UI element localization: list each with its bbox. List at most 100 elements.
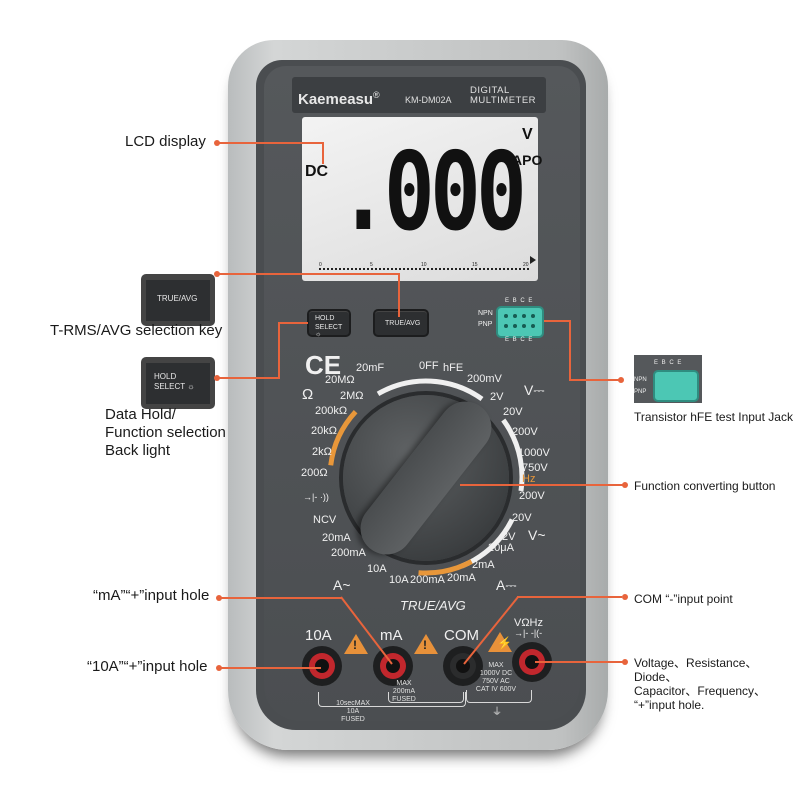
dial-200ohm: 200Ω [301, 467, 328, 479]
lcd-display [302, 117, 538, 281]
model-number: KM-DM02A [405, 95, 452, 105]
dial-ac-20ma: 20mA [322, 532, 351, 544]
dial-dc-10a: 10A [389, 574, 409, 586]
lcd-apo-indicator: APO [512, 152, 543, 168]
dial-200mv: 200mV [467, 373, 502, 385]
dial-ac-20v: 20V [512, 512, 532, 524]
callout-10a-hole: “10A”“+”input hole [87, 658, 208, 675]
dial-2kohm: 2kΩ [312, 446, 332, 458]
dial-20kohm: 20kΩ [311, 425, 337, 437]
true-avg-print: TRUE/AVG [400, 598, 466, 613]
callout-line [322, 142, 324, 164]
hfe-top-labels: E B C E [505, 298, 534, 304]
callout-line [569, 379, 623, 381]
jack-label-vohmhz: VΩHz [514, 617, 544, 629]
dial-dc-2ma: 2mA [472, 559, 495, 571]
warning-icon: ! [344, 634, 368, 654]
brand-bar [292, 77, 546, 113]
dc-current-label: A⎓ [496, 577, 517, 593]
callout-line [217, 142, 323, 144]
true-avg-button[interactable]: TRUE/AVG [373, 309, 429, 337]
hfe-bottom-labels: E B C E [505, 337, 534, 343]
callout-true-avg: T-RMS/AVG selection key [50, 322, 223, 339]
voltage-bracket [466, 690, 532, 703]
dial-ac-200ma: 200mA [331, 547, 366, 559]
callout-ma-diagonal [340, 596, 393, 665]
warning-icon: ! [414, 634, 438, 654]
dial-ac-10a: 10A [367, 563, 387, 575]
callout-line [544, 320, 570, 322]
dial-ac-2v: 2V [502, 531, 516, 543]
callout-hfe-npn: NPN [634, 377, 647, 383]
hfe-socket[interactable] [496, 306, 544, 338]
callout-true-avg-button-image: TRUE/AVG [141, 274, 215, 326]
fuse-bracket [318, 692, 466, 707]
dial-20mohm: 20MΩ [325, 374, 355, 386]
callout-line [217, 273, 399, 275]
dial-off: 0FF [419, 360, 439, 372]
jack-ma[interactable] [373, 646, 413, 686]
ac-voltage-label: V~ [528, 527, 546, 543]
jack-label-com: COM [444, 627, 479, 644]
callout-line [278, 322, 308, 324]
bargraph-arrow-icon [530, 256, 536, 264]
callout-line [219, 597, 341, 599]
dial-dc-2v: 2V [490, 391, 504, 403]
callout-dot [622, 659, 628, 665]
dial-dc-20ma: 20mA [447, 572, 476, 584]
dial-200kohm: 200kΩ [315, 405, 348, 417]
jack-com[interactable] [443, 646, 483, 686]
callout-line [517, 596, 622, 598]
dial-diode-continuity: →|- ·)) [303, 492, 329, 502]
ground-icon: ⏚ [492, 707, 502, 718]
dial-dc-200ma: 200mA [410, 574, 445, 586]
backlight-icon: ☼ [315, 331, 322, 338]
callout-line [278, 322, 280, 379]
dial-scale-ring [327, 378, 525, 576]
lcd-unit: V [522, 126, 533, 143]
callout-hfe: Transistor hFE test Input Jack [634, 410, 793, 424]
callout-line [398, 273, 400, 317]
hold-select-button[interactable]: HOLD SELECT ☼ [307, 309, 351, 338]
callout-line [219, 667, 321, 669]
callout-line [460, 484, 625, 486]
callout-line [569, 320, 571, 380]
dial-hz: Hz [522, 473, 536, 485]
callout-hold-button-image: HOLD SELECT ☼ [141, 357, 215, 409]
callout-dot [622, 482, 628, 488]
brand-name: Kaemeasu® [298, 90, 380, 108]
callout-hfe-pnp: PNP [634, 389, 647, 395]
callout-com-diagonal [463, 596, 519, 665]
dial-dc-1000v: 1000V [518, 447, 550, 459]
callout-hfe-top: E B C E [654, 360, 683, 366]
dial-dc-20ua: 20μA [488, 542, 514, 554]
high-voltage-warning-icon: ⚡ [488, 632, 512, 652]
jack-label-ma: mA [380, 627, 403, 644]
dial-dc-200v: 200V [512, 426, 538, 438]
ce-mark: CE [305, 350, 342, 380]
dial-hfe: hFE [443, 362, 464, 374]
callout-function: Function converting button [634, 479, 776, 493]
callout-com: COM “-”input point [634, 592, 733, 606]
dial-dc-20v: 20V [503, 406, 523, 418]
hfe-pnp-label: PNP [478, 321, 493, 328]
dial-ac-750v: 750V [522, 462, 548, 474]
callout-lcd: LCD display [125, 133, 206, 150]
dial-20mf: 20mF [356, 362, 385, 374]
jack-label-10a: 10A [305, 627, 332, 644]
ac-current-label: A~ [333, 577, 351, 593]
ohm-symbol: Ω [302, 386, 314, 403]
callout-vohm: Voltage、Resistance、Diode、Capacitor、Frequ… [634, 656, 767, 712]
hfe-socket-pins [502, 312, 536, 330]
dial-ac-200v: 200V [519, 490, 545, 502]
dc-voltage-label: V⎓ [524, 382, 545, 398]
lcd-mode: DC [305, 163, 329, 180]
callout-dot [622, 594, 628, 600]
hfe-npn-label: NPN [478, 310, 493, 317]
jack-10a[interactable] [302, 646, 342, 686]
